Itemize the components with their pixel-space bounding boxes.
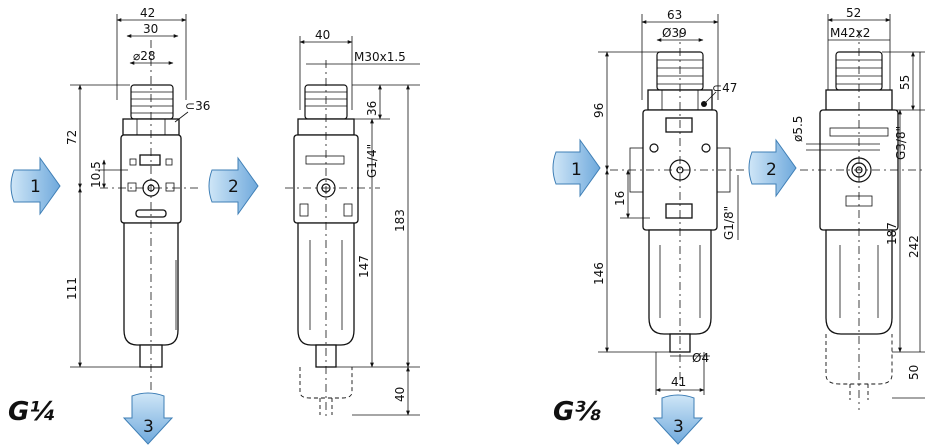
g38-dim-side-height-mid: 187: [885, 222, 899, 245]
g38-port-outlet-label: 2: [766, 160, 777, 180]
g14-dim-height-upper: 72: [65, 130, 79, 145]
g38-dim-width-overall: 63: [667, 8, 682, 22]
g38-dim-height-lower: 146: [592, 262, 606, 285]
g14-dim-height-lower: 111: [65, 277, 79, 300]
g14-dim-drain-clearance: 40: [393, 387, 407, 402]
g38-side-view: 52 M42x2 ø5.5 55 G3/8" 187: [791, 6, 925, 410]
g14-port-inlet-label: 1: [30, 177, 41, 197]
g38-dim-thread: M42x2: [830, 26, 870, 40]
g14-dim-side-height-mid: 147: [357, 255, 371, 278]
g38-port-drain-label: 3: [673, 417, 684, 437]
g14-port-inlet: 1: [10, 156, 61, 216]
g14-dim-width-top: 30: [143, 22, 158, 36]
g14-dim-port-height: 10.5: [89, 161, 103, 188]
g14-dim-width-overall: 42: [140, 6, 155, 20]
g14-side-view: 40 M30x1.5 36 G1/4" 147 183: [285, 28, 420, 420]
g38-dim-port-height: 16: [613, 191, 627, 206]
g14-dim-side-height-top: 36: [365, 101, 379, 116]
g14-port-drain-label: 3: [143, 417, 154, 437]
g14-dim-thread: M30x1.5: [354, 50, 406, 64]
g14-dim-side-height-total: 183: [393, 209, 407, 232]
g38-dim-knob-diameter: Ø39: [662, 26, 687, 40]
g38-size-label: G⅜: [553, 397, 601, 427]
g38-dim-gauge-port: G1/8": [722, 206, 736, 240]
g14-port-outlet-label: 2: [228, 177, 239, 197]
g38-dim-height-upper: 96: [592, 103, 606, 118]
g38-front-view: 63 Ø39 ⊂47 96 146: [592, 8, 745, 395]
g38-dim-bottom-width: 41: [671, 375, 686, 389]
g14-dim-side-width: 40: [315, 28, 330, 42]
g38-port-drain: 3: [652, 394, 704, 445]
g14-dim-wrench: ⊂36: [185, 99, 210, 113]
g38-port-inlet-label: 1: [571, 160, 582, 180]
g38-port-inlet: 1: [552, 138, 601, 198]
g38-dim-side-height-top: 55: [898, 75, 912, 90]
g38-port-outlet: 2: [748, 138, 797, 198]
g38-dim-side-width: 52: [846, 6, 861, 20]
g38-dim-mount-hole: ø5.5: [791, 116, 805, 142]
g14-front-view: 42 30 ⌀28 ⊂36: [65, 6, 210, 390]
g38-dim-drain-clearance: 50: [907, 365, 921, 380]
g14-dim-knob-diameter: ⌀28: [133, 49, 156, 63]
g38-dim-wrench: ⊂47: [712, 81, 737, 95]
g38-dim-drain-diameter: Ø4: [692, 351, 709, 365]
g14-port-outlet: 2: [208, 156, 259, 216]
g38-dim-port-thread: G3/8": [894, 126, 908, 160]
g14-port-drain: 3: [122, 392, 174, 445]
g14-size-label: G¼: [8, 397, 56, 427]
g38-dim-side-height-total: 242: [907, 235, 921, 258]
